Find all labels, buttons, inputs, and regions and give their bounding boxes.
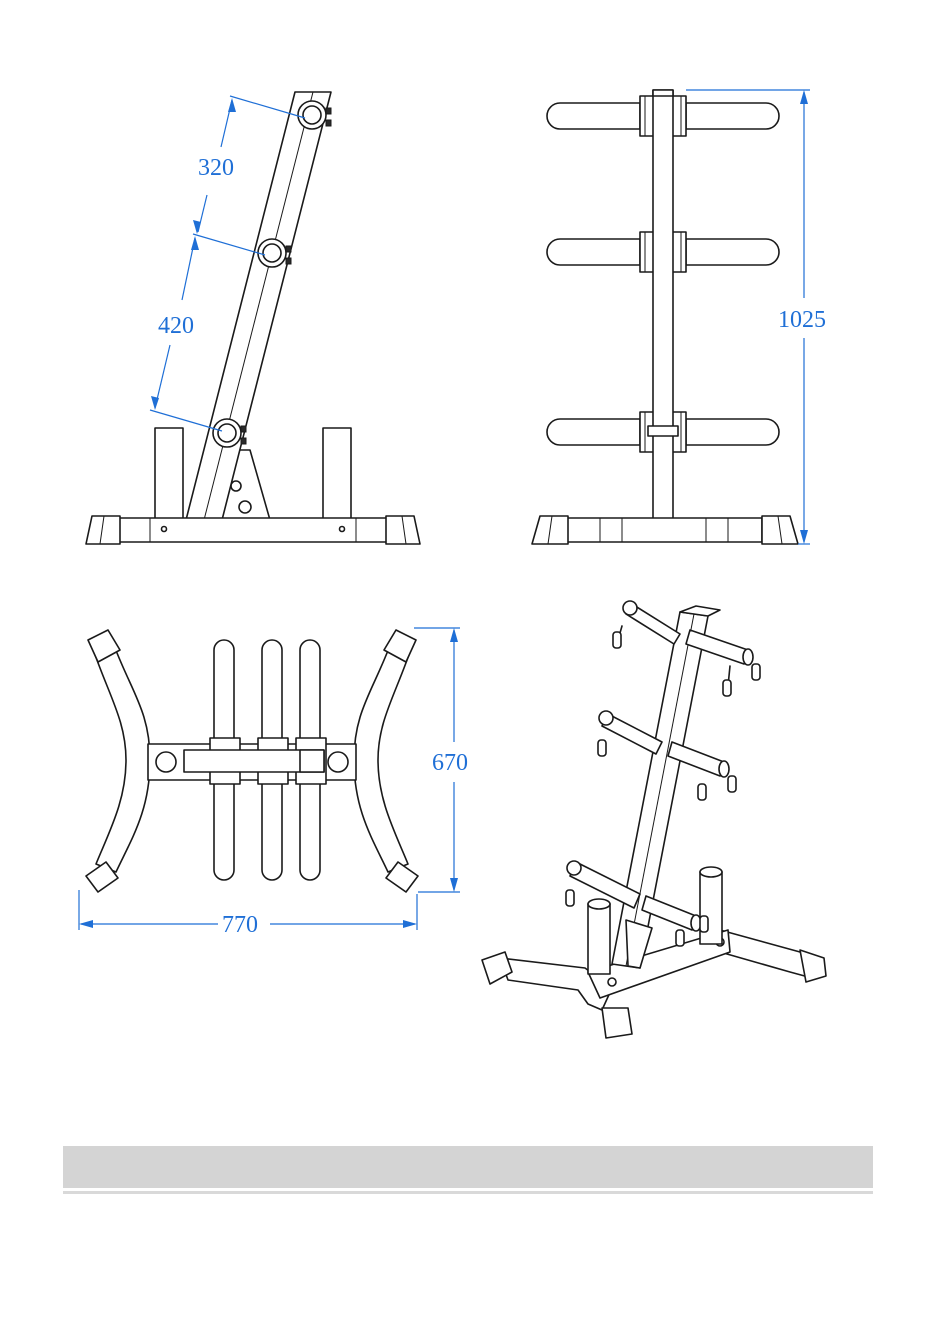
footer-rule	[63, 1191, 873, 1194]
dim-770-label: 770	[222, 912, 258, 938]
footer-bar	[63, 1146, 873, 1188]
dim-1025-label: 1025	[778, 307, 826, 333]
top-view	[86, 630, 418, 892]
dim-420-label: 420	[158, 313, 194, 339]
isometric-view	[482, 601, 826, 1038]
front-view	[532, 90, 798, 544]
side-view	[86, 92, 420, 544]
dim-320-label: 320	[198, 155, 234, 181]
dim-670-label: 670	[432, 750, 468, 776]
